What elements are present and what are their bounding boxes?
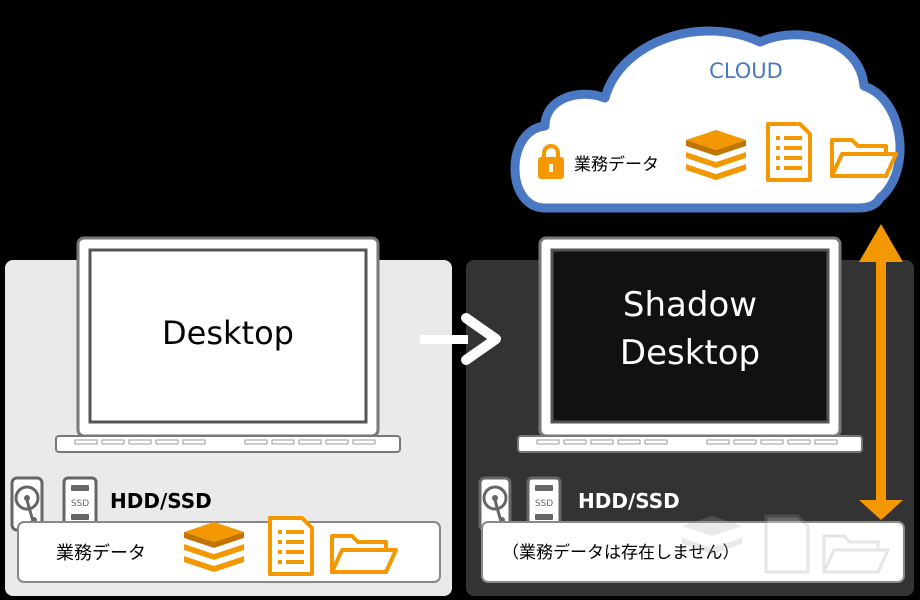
shadow-data-box	[481, 521, 905, 583]
ssd-icon-text: SSD	[71, 499, 89, 509]
database-icon	[184, 522, 244, 572]
storage-label-shadow: HDD/SSD	[578, 489, 680, 513]
cloud-shape	[510, 26, 905, 213]
lock-icon	[538, 144, 564, 179]
shadow-screen-label-line1: Shadow	[623, 285, 757, 325]
local-data-label: 業務データ	[56, 543, 146, 564]
cloud-title: CLOUD	[709, 59, 783, 83]
document-icon	[268, 516, 314, 576]
ssd-icon-text-shadow: SSD	[535, 499, 553, 509]
cloud-document-icon	[766, 122, 812, 182]
no-data-note: （業務データは存在しません）	[502, 542, 740, 563]
shadow-screen-label-line2: Desktop	[620, 333, 760, 373]
sync-arrow	[859, 224, 903, 520]
storage-label: HDD/SSD	[110, 489, 212, 513]
transition-arrow	[420, 313, 501, 365]
shadow-desktop-laptop	[517, 236, 863, 453]
folder-icon	[330, 534, 398, 574]
cloud-database-icon	[686, 130, 746, 180]
desktop-laptop	[55, 236, 401, 453]
desktop-screen-label: Desktop	[162, 314, 294, 352]
cloud-data-label: 業務データ	[574, 154, 659, 175]
cloud-folder-icon	[830, 138, 898, 178]
faded-data-icons	[682, 514, 891, 574]
